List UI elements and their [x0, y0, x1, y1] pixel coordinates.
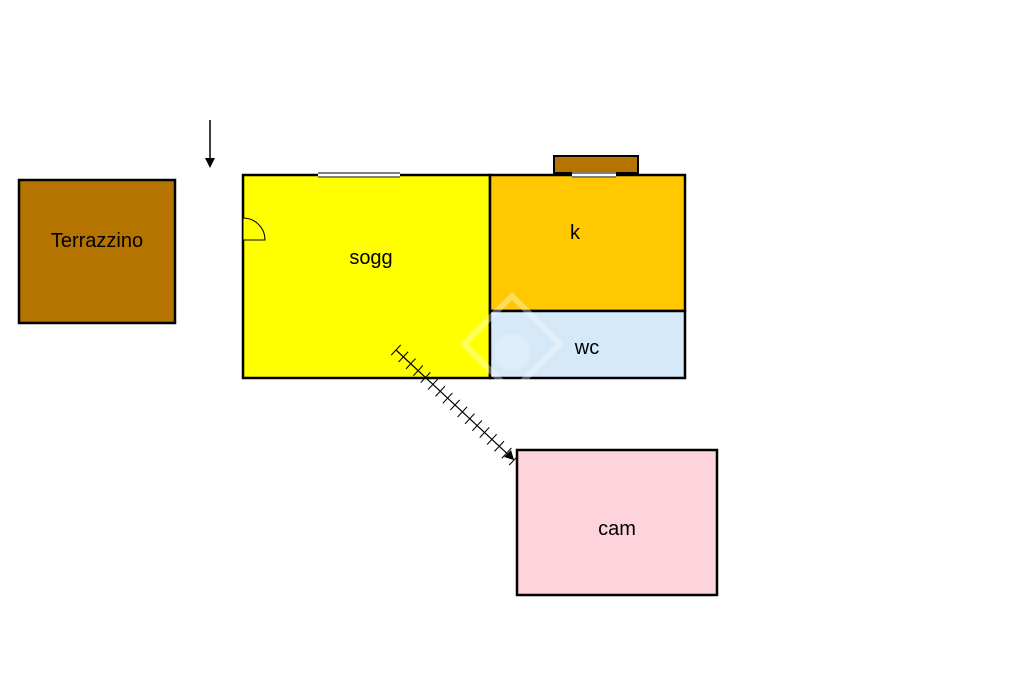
watermark-logo-icon — [459, 291, 565, 397]
stair-step — [420, 372, 431, 383]
window-k — [572, 172, 616, 178]
room-wc — [488, 309, 687, 380]
staircase-icon — [390, 344, 520, 466]
room-cam-label: cam — [598, 518, 636, 540]
stair-step — [412, 365, 424, 377]
stair-step — [486, 433, 498, 445]
stair-step — [464, 413, 475, 425]
room-terrazzino — [17, 178, 177, 325]
stair-step — [405, 358, 416, 370]
window-sogg — [318, 172, 400, 178]
stair-step — [449, 399, 461, 411]
stair-step — [479, 427, 490, 438]
stair-step — [501, 447, 512, 459]
stair-step — [398, 351, 409, 363]
entrance-arrow-icon — [205, 120, 215, 168]
room-k-label: k — [570, 222, 581, 244]
room-cam — [515, 448, 719, 597]
room-k — [488, 173, 687, 313]
room-sogg — [241, 173, 492, 380]
stair-step — [471, 420, 483, 432]
room-sogg-label: sogg — [349, 247, 392, 269]
stair-step — [442, 392, 453, 404]
stair-step — [457, 406, 468, 418]
stair-step — [435, 385, 446, 397]
stair-step — [427, 378, 439, 390]
room-wc-label: wc — [574, 337, 599, 359]
stair-step — [494, 440, 505, 452]
door-icon — [242, 217, 266, 241]
room-terrazzino-label: Terrazzino — [51, 230, 143, 252]
balcony-k — [553, 155, 639, 174]
stair-step — [390, 344, 402, 356]
